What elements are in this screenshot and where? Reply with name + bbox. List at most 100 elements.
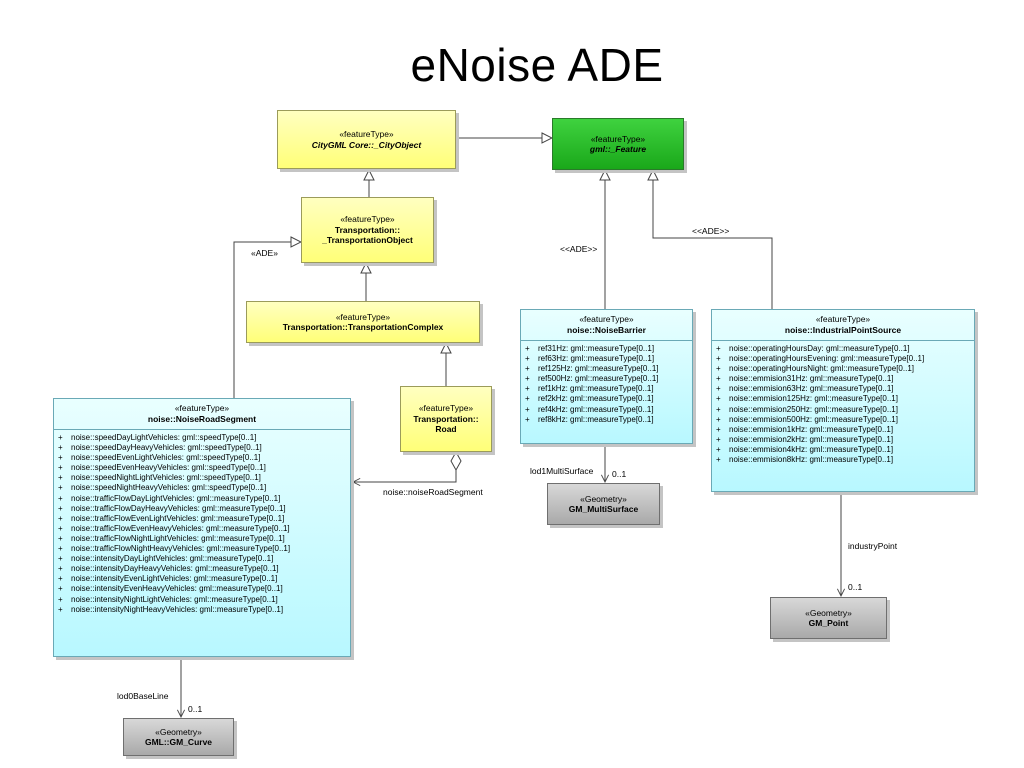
class-name-line2: _TransportationObject — [322, 235, 413, 246]
class-name: noise::NoiseRoadSegment — [147, 413, 257, 424]
class-gml-feature[interactable]: «featureType» gml::_Feature — [552, 118, 684, 170]
visibility-marker: + — [716, 374, 721, 384]
class-name: noise::IndustrialPointSource — [784, 324, 902, 335]
stereotype-label: «featureType» — [174, 403, 230, 413]
attribute-row: +noise::speedNightHeavyVehicles: gml::sp… — [58, 483, 350, 493]
attribute-text: noise::emmision125Hz: gml::measureType[0… — [729, 394, 898, 404]
attribute-row: +noise::intensityNightLightVehicles: gml… — [58, 595, 350, 605]
attribute-text: noise::speedDayHeavyVehicles: gml::speed… — [71, 443, 262, 453]
attribute-row: +noise::trafficFlowDayHeavyVehicles: gml… — [58, 504, 350, 514]
stereotype-label: «Geometry» — [155, 726, 202, 737]
attribute-row: + ref500Hz: gml::measureType[0..1] — [525, 374, 692, 384]
visibility-marker: + — [716, 414, 721, 424]
visibility-marker: + — [716, 384, 721, 394]
attribute-row: + noise::emmision63Hz: gml::measureType[0… — [716, 384, 974, 394]
visibility-marker: + — [58, 463, 63, 473]
attribute-row: +noise::intensityDayHeavyVehicles: gml::… — [58, 564, 350, 574]
class-transportation-object[interactable]: «featureType» Transportation:: _Transpor… — [301, 197, 434, 263]
attribute-text: noise::operatingHoursEvening: gml::measu… — [729, 354, 925, 364]
visibility-marker: + — [525, 344, 530, 353]
visibility-marker: + — [716, 455, 721, 465]
attribute-text: noise::trafficFlowDayLightVehicles: gml:… — [71, 493, 281, 503]
stereotype-label: «featureType» — [815, 314, 871, 324]
attribute-row: +noise::trafficFlowEvenLightVehicles: gm… — [58, 514, 350, 524]
attribute-text: noise::intensityEvenLightVehicles: gml::… — [71, 574, 278, 584]
visibility-marker: + — [716, 424, 721, 434]
label-ade-roadsegment: «ADE» — [251, 248, 278, 258]
class-city-object[interactable]: «featureType» CityGML Core::_CityObject — [277, 110, 456, 169]
class-name: Transportation::TransportationComplex — [282, 322, 444, 332]
attribute-row: + noise::speedEvenHeavyVehicles: gml::spe… — [58, 463, 350, 473]
attribute-row: +ref4kHz: gml::measureType[0..1] — [525, 405, 692, 415]
attribute-row: + noise::emmision500Hz: gml::measureType[… — [716, 415, 974, 425]
visibility-marker: + — [58, 453, 63, 463]
visibility-marker: + — [58, 493, 63, 503]
class-name: GML::GM_Curve — [144, 737, 213, 747]
attribute-text: noise::emmision1kHz: gml::measureType[0.… — [729, 424, 894, 434]
class-gm-point[interactable]: «Geometry» GM_Point — [770, 597, 887, 639]
class-name: GM_MultiSurface — [568, 504, 639, 514]
label-noise-road-segment-role: noise::noiseRoadSegment — [383, 487, 483, 497]
attribute-text: noise::speedEvenHeavyVehicles: gml::spee… — [71, 463, 266, 473]
attribute-text: noise::intensityDayHeavyVehicles: gml::m… — [71, 564, 279, 574]
attribute-row: +ref125Hz: gml::measureType[0..1] — [525, 364, 692, 374]
attribute-text: noise::emmision4kHz: gml::measureType[0.… — [729, 444, 894, 454]
class-transportation-complex[interactable]: «featureType» Transportation::Transporta… — [246, 301, 480, 343]
visibility-marker: + — [525, 384, 530, 394]
attribute-text: noise::trafficFlowEvenLightVehicles: gml… — [71, 513, 285, 523]
class-industrial-point-source[interactable]: «featureType» noise::IndustrialPointSour… — [711, 309, 975, 492]
attribute-text: noise::trafficFlowNightHeavyVehicles: gm… — [71, 544, 291, 554]
visibility-marker: + — [58, 473, 63, 483]
attribute-row: + noise::emmision1kHz: gml::measureType[0… — [716, 425, 974, 435]
visibility-marker: + — [58, 584, 63, 594]
class-noise-barrier[interactable]: «featureType» noise::NoiseBarrier +ref31… — [520, 309, 693, 444]
visibility-marker: + — [525, 374, 530, 384]
class-name-line2: Road — [435, 424, 457, 435]
visibility-marker: + — [58, 604, 63, 614]
attribute-row: +noise::trafficFlowNightLightVehicles: g… — [58, 534, 350, 544]
attribute-row: + noise::operatingHoursNight: gml::measur… — [716, 364, 974, 374]
attribute-text: noise::intensityEvenHeavyVehicles: gml::… — [71, 584, 283, 594]
class-road[interactable]: «featureType» Transportation:: Road — [400, 386, 492, 452]
attribute-row: + noise::intensityEvenHeavyVehicles: gml:… — [58, 584, 350, 594]
label-lod1-multisurface-mult: 0..1 — [612, 469, 627, 479]
stereotype-label: «featureType» — [339, 129, 394, 139]
visibility-marker: + — [716, 354, 721, 364]
attribute-text: noise::operatingHoursNight: gml::measure… — [729, 364, 914, 374]
visibility-marker: + — [525, 394, 530, 404]
class-name: gml::_Feature — [589, 144, 647, 154]
attribute-text: noise::trafficFlowEvenHeavyVehicles: gml… — [71, 523, 290, 533]
class-name-line1: Transportation:: — [413, 413, 479, 424]
attribute-text: noise::emmision63Hz: gml::measureType[0.… — [729, 384, 894, 394]
attribute-text: noise::emmision500Hz: gml::measureType[0… — [729, 414, 898, 424]
attribute-row: +ref8kHz: gml::measureType[0..1] — [525, 415, 692, 425]
visibility-marker: + — [716, 344, 721, 353]
attribute-text: ref500Hz: gml::measureType[0..1] — [538, 374, 659, 384]
attribute-text: noise::trafficFlowDayHeavyVehicles: gml:… — [71, 503, 286, 513]
class-name: CityGML Core::_CityObject — [311, 139, 422, 150]
visibility-marker: + — [716, 364, 721, 374]
compartment-divider — [712, 340, 974, 341]
attribute-row: +noise::trafficFlowEvenHeavyVehicles: gm… — [58, 524, 350, 534]
visibility-marker: + — [716, 434, 721, 444]
attribute-row: +ref31Hz: gml::measureType[0..1] — [525, 344, 692, 354]
aggregation-road-to-roadsegment — [353, 470, 457, 482]
attribute-text: noise::intensityDayLightVehicles: gml::m… — [71, 554, 274, 564]
attribute-row: +noise::speedNightLightVehicles: gml::sp… — [58, 473, 350, 483]
attribute-text: ref125Hz: gml::measureType[0..1] — [538, 364, 659, 374]
attribute-text: noise::speedEvenLightVehicles: gml::spee… — [71, 453, 261, 463]
visibility-marker: + — [58, 433, 63, 442]
visibility-marker: + — [525, 404, 530, 414]
attribute-row: +noise::speedDayHeavyVehicles: gml::spee… — [58, 443, 350, 453]
class-gm-multisurface[interactable]: «Geometry» GM_MultiSurface — [547, 483, 660, 525]
class-gm-curve[interactable]: «Geometry» GML::GM_Curve — [123, 718, 234, 756]
attribute-text: noise::intensityNightLightVehicles: gml:… — [71, 594, 278, 604]
attribute-row: +noise::operatingHoursDay: gml::measureT… — [716, 344, 974, 354]
compartment-divider — [54, 429, 350, 430]
attribute-row: +noise::intensityEvenLightVehicles: gml:… — [58, 574, 350, 584]
stereotype-label: «Geometry» — [580, 493, 627, 504]
class-noise-road-segment[interactable]: «featureType» noise::NoiseRoadSegment +n… — [53, 398, 351, 657]
label-industry-point-mult: 0..1 — [848, 582, 863, 592]
stereotype-label: «featureType» — [590, 133, 646, 144]
